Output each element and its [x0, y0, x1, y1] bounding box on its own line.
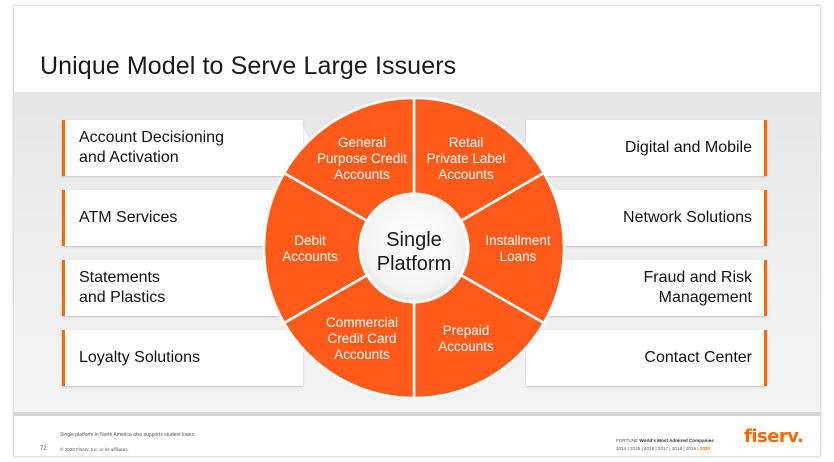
service-label: Network Solutions: [623, 209, 752, 226]
service-label: Contact Center: [644, 349, 752, 366]
segment-label-line: Installment: [485, 233, 551, 248]
service-digital-mobile: Digital and Mobile: [526, 120, 767, 176]
segment-label-line: Private Label: [427, 151, 506, 166]
fortune-year-highlight: 2020: [699, 446, 711, 451]
fortune-years: 2014 | 2015 | 2016 | 2017 | 2018 | 2019 …: [616, 446, 710, 451]
fortune-title: World's Most Admired Companies: [639, 438, 714, 443]
service-label: Digital and Mobile: [624, 139, 752, 156]
slide-title: Unique Model to Serve Large Issuers: [40, 52, 457, 80]
service-contact-center: Contact Center: [526, 330, 767, 386]
page-number: 72: [40, 446, 47, 452]
service-atm: ATM Services: [62, 190, 303, 246]
fiserv-logo: fiserv.: [744, 426, 804, 447]
segment-label-line: General: [338, 135, 386, 150]
segment-label-line: Loans: [500, 249, 537, 264]
segment-label-line: Commercial: [326, 315, 398, 330]
fortune-award: FORTUNE World's Most Admired Companies: [616, 438, 714, 443]
segment-label-line: Retail: [449, 135, 484, 150]
segment-label-line: Debit: [294, 233, 326, 248]
segment-label-line: Accounts: [334, 167, 390, 182]
copyright: © 2020 Fiserv, Inc. or its affiliates.: [60, 447, 129, 452]
service-loyalty: Loyalty Solutions: [62, 330, 303, 386]
service-network: Network Solutions: [526, 190, 767, 246]
footnote: Single platform in North America also su…: [60, 432, 196, 438]
segment-label-line: Accounts: [282, 249, 338, 264]
segment-label-line: Credit Card: [327, 331, 396, 346]
platform-hub-line2: Platform: [377, 253, 451, 275]
band-divider: [14, 412, 820, 416]
fortune-years-list: 2014 | 2015 | 2016 | 2017 | 2018 | 2019 …: [616, 446, 699, 451]
service-label: Loyalty Solutions: [79, 349, 200, 366]
segment-label-line: Accounts: [334, 347, 390, 362]
platform-hub-line1: Single: [386, 229, 442, 251]
service-label: ATM Services: [79, 209, 178, 226]
fortune-prefix: FORTUNE: [616, 438, 639, 443]
segment-label-line: Accounts: [438, 339, 494, 354]
segment-label-line: Purpose Credit: [317, 151, 407, 166]
platform-hub: [358, 192, 470, 304]
segment-label-line: Accounts: [438, 167, 494, 182]
segment-label-line: Prepaid: [443, 323, 490, 338]
